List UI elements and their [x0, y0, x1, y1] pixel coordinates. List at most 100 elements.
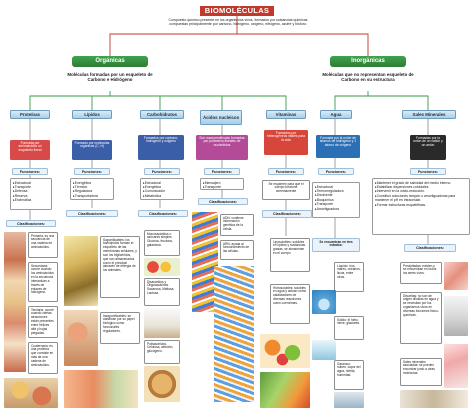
acidos-class-adn: ADN: contiene información genética de la…: [220, 214, 254, 236]
vitaminas-definition: Formados por heterogéneos vitales para l…: [264, 130, 308, 155]
lipidos-functions-title: Funciones:: [74, 168, 110, 175]
list-item: Reserva: [13, 194, 49, 198]
sales-class-asociadas: Sales minerales asociadas: se pueden enc…: [400, 358, 442, 386]
list-item: Energética: [143, 185, 181, 189]
list-item: Constituir soluciones tampón o amortigua…: [375, 194, 467, 203]
list-item: Transporte: [203, 185, 241, 189]
agua-header: Agua: [320, 110, 352, 119]
vitaminas-class-hidrosolubles: Hidrosolubles: solubles en agua y actúan…: [270, 284, 310, 324]
list-item: Estabilizar dispersiones coloidales.: [375, 185, 467, 189]
water-ice-image: [312, 340, 336, 360]
carbohidratos-class-title: Clasificaciones:: [138, 210, 188, 217]
list-item: Termorreguladora: [315, 189, 357, 193]
carbohidratos-functions-list: Estructural Energética Comunicador Metab…: [140, 178, 184, 200]
sales-class-disueltas: Disueltas: no son de origen diluidas en …: [400, 292, 442, 344]
proteinas-definition: Formada por aminoácidos un esqueleto lin…: [10, 140, 50, 160]
list-item: Transporte: [315, 202, 357, 206]
vitaminas-header: Vitaminas: [266, 110, 306, 119]
list-item: Estructural: [315, 185, 357, 189]
list-item: Bioquímica: [315, 198, 357, 202]
list-item: Defensa: [13, 189, 49, 193]
agua-definition: Formada por la unión de átomos de hidróg…: [316, 135, 360, 158]
sales-definition: Formadas por la unión de un catión y un …: [410, 135, 446, 160]
salt-rock-image: [444, 262, 468, 290]
carbohidratos-class-polisacaridos: Polisacáridos. Celulosa, almidón, glucóg…: [144, 340, 180, 364]
list-item: Formar estructuras esqueléticas.: [375, 203, 467, 207]
proteinas-class-terciaria: Terciaria: ocurre cuando ciertas atracci…: [28, 306, 58, 338]
list-item: Comunicador: [143, 189, 181, 193]
salt-bottom-image: [400, 390, 468, 408]
protein-food-image: [4, 232, 26, 372]
acidos-header: Ácidos nucleicos: [200, 110, 242, 125]
salt-crystals-image: [444, 296, 468, 336]
inorganicas-header: Inorgánicas: [330, 56, 406, 67]
proteinas-class-title: Clasificaciones:: [6, 220, 56, 227]
list-item: Mantener el grado de salinidad del medio…: [375, 181, 467, 185]
intro-text: Compuesto químico presente en los organi…: [168, 18, 308, 27]
salt-minerals-image: [444, 344, 468, 388]
inorganicas-description: Moléculas que no representan esqueleto d…: [322, 72, 414, 83]
lipidos-class-saponificables: Saponificables: los fosfolípidos forman …: [100, 236, 140, 298]
sales-class-precipitadas: Precipitadas: existen y se encuentran en…: [400, 262, 442, 284]
vitaminas-function-text: Se requieren para que el cuerpo funcione…: [262, 180, 310, 200]
acidos-definition: Son macromoléculas formadas por polímero…: [196, 135, 248, 160]
vitamin-veg-image: [260, 372, 310, 408]
list-item: Metabólica: [143, 194, 181, 198]
water-liquid-image: [312, 290, 336, 314]
lipid-fish-image: [64, 370, 138, 408]
lipidos-functions-list: Energética Térmica Reguladora Transporta…: [70, 178, 114, 200]
proteinas-functions-list: Estructural Transporte Defensa Reserva E…: [10, 178, 52, 210]
water-cloud-image: [334, 392, 364, 408]
sales-header: Sales Minerales: [402, 110, 456, 119]
list-item: Estructural: [143, 181, 181, 185]
dna-large-image: [214, 266, 254, 402]
list-item: Disolvente: [315, 193, 357, 197]
proteinas-functions-title: Funciones:: [12, 168, 48, 175]
lipid-oil-image: [64, 236, 98, 306]
carbohidratos-header: Carbohidratos: [140, 110, 184, 119]
list-item: Mensajero: [203, 181, 241, 185]
organicas-header: Orgánicas: [72, 56, 148, 67]
agua-state-liquido: Líquido: ríos, mares, océanos, lluvia, e…: [334, 262, 364, 292]
lipid-food-image: [64, 310, 98, 366]
carbohidratos-definition: Formados por carbono, hidrogeno y oxigen…: [138, 135, 184, 160]
vitaminas-class-liposolubles: Liposolubles: solubles en lípidos y sust…: [270, 238, 310, 272]
protein-food-bottom-image: [4, 378, 58, 408]
page-title: BIOMOLÉCULAS: [200, 6, 274, 16]
sales-functions-title: Funciones:: [410, 168, 446, 175]
vitaminas-class-title: Clasificaciones:: [262, 210, 312, 218]
acidos-class-arn: ARN: ayuda al funcionamiento de las célu…: [220, 240, 254, 260]
carb-bread-image: [144, 366, 180, 402]
carb-sugar-image: [144, 308, 180, 338]
carbohidratos-functions-title: Funciones:: [144, 168, 180, 175]
agua-functions-title: Funciones:: [318, 168, 354, 175]
lipidos-header: Lípidos: [72, 110, 112, 119]
carbohidratos-class-monosacaridos: Monosacáridos o azúcares simples. Glucos…: [144, 230, 180, 256]
acidos-class-title: Clasificaciones:: [198, 198, 248, 205]
list-item: Estructural: [13, 181, 49, 185]
agua-functions-list: Estructural Termorreguladora Disolvente …: [312, 182, 360, 218]
list-item: Térmica: [73, 185, 111, 189]
list-item: Transportadora: [73, 194, 111, 198]
sales-class-title: Clasificaciones:: [404, 244, 456, 252]
agua-state-solido: Sólido: el hielo, nieve, glaciares.: [334, 316, 364, 340]
vitaminas-functions-title: Funciones:: [268, 168, 304, 175]
acidos-functions-title: Funciones:: [204, 168, 240, 175]
lipidos-class-title: Clasificaciones:: [66, 210, 118, 217]
list-item: Reguladora: [73, 189, 111, 193]
proteinas-class-primaria: Primaria: es una secuencia de una cadena…: [28, 232, 58, 258]
vitamin-fruits-image: [260, 334, 310, 368]
list-item: Energética: [73, 181, 111, 185]
proteinas-header: Proteínas: [10, 110, 50, 119]
agua-state-gaseoso: Gaseoso: nubes, vapor del agua, niebla, …: [334, 360, 364, 390]
lipidos-definition: Formado por moléculas orgánicas (C, H): [72, 140, 112, 160]
list-item: Intervenir en la óxido-reducción.: [375, 189, 467, 193]
carb-fruit-image: [144, 258, 180, 276]
agua-states-title: Se encuentran en tres estados:: [312, 238, 360, 252]
list-item: Amortiguadora: [315, 207, 357, 211]
organicas-description: Moléculas formadas por un esqueleto de C…: [67, 72, 153, 83]
list-item: Transporte: [13, 185, 49, 189]
list-item: Enzimática: [13, 198, 49, 202]
lipidos-class-insaponificables: Insaponificables: se clasifican por su p…: [100, 312, 140, 344]
